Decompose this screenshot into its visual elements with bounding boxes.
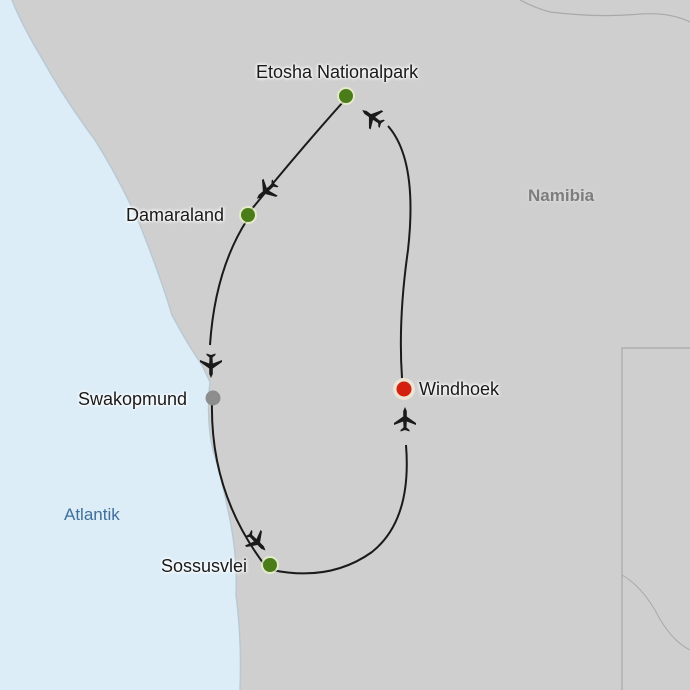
stop-marker-swakopmund: [205, 390, 221, 406]
route-lines: [209, 101, 412, 575]
airplane-icon: [200, 353, 222, 378]
country-label: Namibia: [528, 186, 595, 205]
stop-label-windhoek: Windhoek: [419, 379, 500, 399]
route-windhoek-etosha: [387, 125, 412, 379]
route-swakopmund-sossusvlei: [210, 401, 268, 569]
coastline: [11, 0, 242, 690]
airplane-icon: [256, 178, 279, 199]
airplane-icon: [394, 407, 416, 432]
stop-marker-windhoek: [396, 381, 412, 397]
stop-marker-sossusvlei: [263, 558, 277, 572]
stop-markers: [205, 87, 415, 574]
airplane-icon: [362, 110, 385, 130]
stop-label-swakopmund: Swakopmund: [78, 389, 188, 409]
northern-border: [519, 0, 690, 23]
stop-marker-damaraland: [241, 208, 255, 222]
stop-label-etosha: Etosha Nationalpark: [256, 62, 419, 82]
route-damaraland-swakopmund: [209, 219, 248, 346]
ocean-area: [0, 0, 241, 690]
southern-border: [621, 574, 690, 651]
ocean-label: Atlantik: [64, 505, 120, 524]
airplane-icon: [244, 529, 266, 551]
route-sossusvlei-windhoek: [271, 444, 408, 575]
stop-label-damaraland: Damaraland: [126, 205, 225, 225]
eastern-border: [621, 347, 690, 690]
stop-label-sossusvlei: Sossusvlei: [161, 556, 248, 576]
stop-marker-etosha: [339, 89, 353, 103]
